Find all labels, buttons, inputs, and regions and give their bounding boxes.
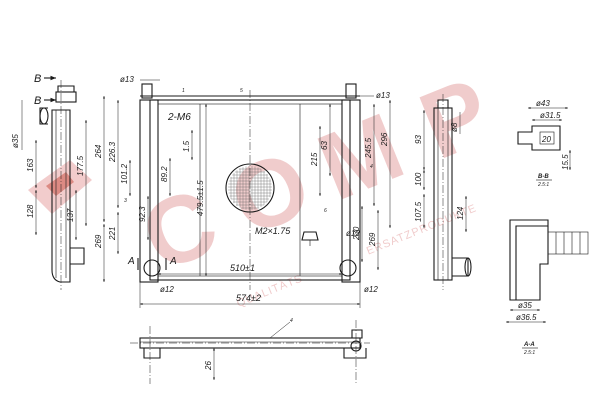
detail-b-scale: 2.5:1 <box>537 182 549 188</box>
watermark-letter-c: C <box>128 168 231 292</box>
dim-dia12-left: ø12 <box>160 285 174 294</box>
dim-101-2: 101.2 <box>120 163 129 184</box>
left-side-view: B B ø35 163 177.5 128 137 <box>11 73 87 290</box>
callout-1: 1 <box>182 88 185 94</box>
thread-note-2-m6: 2-M6 <box>167 112 191 123</box>
watermark-letter-o: O <box>216 131 324 257</box>
callout-5: 5 <box>240 88 243 94</box>
dim-left-177-5: 177.5 <box>76 155 85 176</box>
bottom-view: 26 4 <box>130 318 370 384</box>
section-mark-b-lower: B <box>34 95 41 107</box>
callout-3: 3 <box>124 198 127 204</box>
dim-left-128: 128 <box>26 204 35 218</box>
dim-right-dia8: ø8 <box>450 122 459 132</box>
dim-296: 296 <box>380 132 389 147</box>
dim-245-5: 245.5 <box>364 137 373 159</box>
dim-510: 510±1 <box>230 263 255 273</box>
dim-dia12-right: ø12 <box>364 285 378 294</box>
watermark-logo-mark <box>28 160 92 214</box>
left-tank <box>139 99 159 283</box>
dim-264: 264 <box>94 144 103 159</box>
watermark-letter-p: P <box>406 58 504 180</box>
dim-dia12-mid: ø12 <box>346 229 360 238</box>
detail-a-scale: 2.5:1 <box>523 350 535 356</box>
dim-b-dia31-5: ø31.5 <box>540 111 561 120</box>
dim-right-107-5: 107.5 <box>414 201 423 222</box>
right-tank <box>341 99 361 283</box>
drain-thread-note: M2×1.75 <box>255 226 291 236</box>
dim-226-3: 226.3 <box>108 141 117 163</box>
dim-b-20: 20 <box>541 135 551 144</box>
dim-89-2: 89.2 <box>160 166 169 182</box>
watermark-logo-accent <box>46 172 74 196</box>
callout-bottom-4: 4 <box>290 318 293 324</box>
dim-right-124: 124 <box>456 206 465 220</box>
callout-6: 6 <box>324 208 327 214</box>
dim-right-93: 93 <box>414 135 423 144</box>
callout-4: 4 <box>370 164 373 170</box>
detail-a-a: ø35 ø36.5 A-A 2.5:1 <box>506 219 589 356</box>
dim-269-right: 269 <box>368 232 377 247</box>
section-mark-a-right: A <box>169 256 177 267</box>
dim-574: 574±2 <box>236 293 261 303</box>
front-outlet-dia: ø13 <box>376 91 390 100</box>
dim-92-3: 92.3 <box>138 206 147 222</box>
dim-221: 221 <box>108 227 117 241</box>
front-inlet-dia: ø13 <box>120 75 134 84</box>
dim-a-dia36-5: ø36.5 <box>516 313 537 322</box>
detail-b-b: ø43 ø31.5 20 15.5 B-B 2.5:1 <box>517 99 571 188</box>
dim-right-100: 100 <box>414 172 423 186</box>
dim-left-dia35: ø35 <box>11 134 20 148</box>
dim-215: 215 <box>310 152 319 167</box>
dim-left-163: 163 <box>26 158 35 172</box>
right-side-view: ø8 93 100 107.5 124 <box>414 94 472 290</box>
section-mark-b-upper: B <box>34 73 41 85</box>
dim-1-5: 1.5 <box>182 140 191 152</box>
drain-plug <box>301 231 319 241</box>
dim-b-15-5: 15.5 <box>561 154 570 170</box>
dim-bottom-26: 26 <box>204 361 213 371</box>
detail-b-title: B-B <box>538 174 549 180</box>
dim-b-dia43: ø43 <box>536 99 550 108</box>
front-view: ø13 ø13 2-M6 M2×1.75 1 5 3 6 4 A A 264 2… <box>94 75 391 308</box>
section-mark-a-left: A <box>127 256 135 267</box>
dim-a-dia35: ø35 <box>518 301 532 310</box>
dim-left-137: 137 <box>66 208 75 222</box>
dim-230: 230 <box>352 226 361 241</box>
watermark-tagline-left: QUALITÄTS <box>235 273 305 310</box>
dim-269-left: 269 <box>94 234 103 249</box>
dim-63: 63 <box>320 141 329 150</box>
detail-a-title: A-A <box>523 342 535 348</box>
dim-479-5: 479.5±1.5 <box>196 180 205 216</box>
watermark-letter-m: M <box>304 93 417 221</box>
